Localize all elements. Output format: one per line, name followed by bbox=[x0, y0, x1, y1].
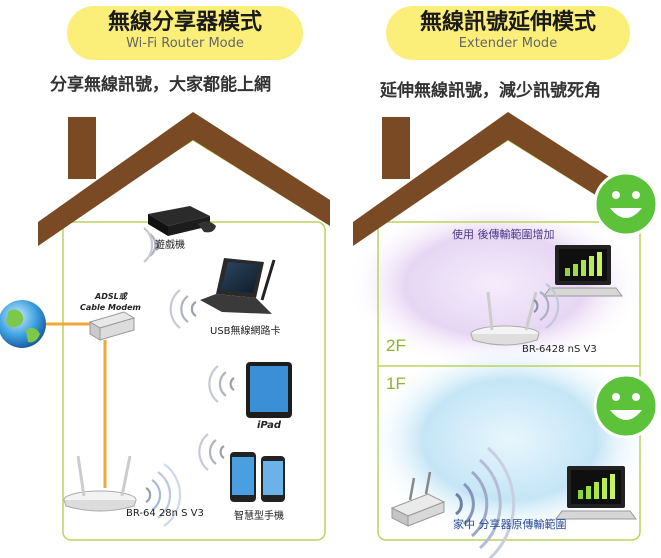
ipad-icon bbox=[246, 362, 292, 418]
extended-range-label: 使用 後傳輸範圍增加 bbox=[452, 228, 555, 241]
left-title-banner: 無線分享器模式 Wi-Fi Router Mode bbox=[67, 6, 303, 60]
left-title: 無線分享器模式 bbox=[107, 10, 262, 35]
lower-wifi-waves bbox=[455, 446, 516, 558]
modem-label-line2: Cable Modem bbox=[80, 303, 141, 312]
right-title: 無線訊號延伸模式 bbox=[419, 10, 596, 35]
left-router-icon bbox=[63, 455, 137, 512]
left-roof bbox=[38, 112, 330, 246]
upper-coverage-glow bbox=[345, 200, 645, 370]
smiley-icon bbox=[593, 373, 659, 439]
game-console-icon bbox=[148, 206, 216, 236]
smartphone-icon bbox=[230, 452, 285, 502]
right-chimney bbox=[382, 117, 410, 179]
left-subtitle: 分享無線訊號，大家都能上網 bbox=[50, 75, 271, 95]
original-range-label: 家中 分享器原傳輸範圍 bbox=[453, 518, 567, 531]
laptop-icon bbox=[200, 258, 276, 314]
wifi-waves-left bbox=[143, 227, 235, 527]
left-title-en: Wi-Fi Router Mode bbox=[126, 36, 244, 51]
right-roof bbox=[353, 112, 645, 246]
right-title-banner: 無線訊號延伸模式 Extender Mode bbox=[386, 6, 630, 60]
left-router-label: BR-64 28n S V3 bbox=[126, 508, 204, 519]
usb-wifi-label: USB無線網路卡 bbox=[210, 326, 281, 337]
internet-globe-icon bbox=[0, 300, 98, 348]
floor-2f-label: 2F bbox=[386, 336, 406, 355]
extender-router-icon bbox=[470, 291, 540, 346]
lower-laptop-icon bbox=[555, 466, 637, 520]
smartphone-label: 智慧型手機 bbox=[234, 511, 284, 522]
extender-router-label: BR-6428 nS V3 bbox=[522, 344, 597, 355]
modem-label-line1: ADSL或 bbox=[95, 292, 127, 301]
lower-router-icon bbox=[390, 471, 446, 527]
ipad-label: iPad bbox=[257, 420, 282, 431]
upper-laptop-icon bbox=[543, 245, 623, 297]
smiley-icon bbox=[593, 171, 659, 237]
modem-icon bbox=[88, 311, 136, 488]
extender-wifi-waves bbox=[533, 283, 560, 329]
right-subtitle: 延伸無線訊號，減少訊號死角 bbox=[380, 81, 601, 101]
game-console-label: 遊戲機 bbox=[155, 240, 185, 251]
floor-1f-label: 1F bbox=[386, 374, 406, 393]
left-chimney bbox=[68, 117, 96, 179]
right-title-en: Extender Mode bbox=[458, 36, 558, 51]
